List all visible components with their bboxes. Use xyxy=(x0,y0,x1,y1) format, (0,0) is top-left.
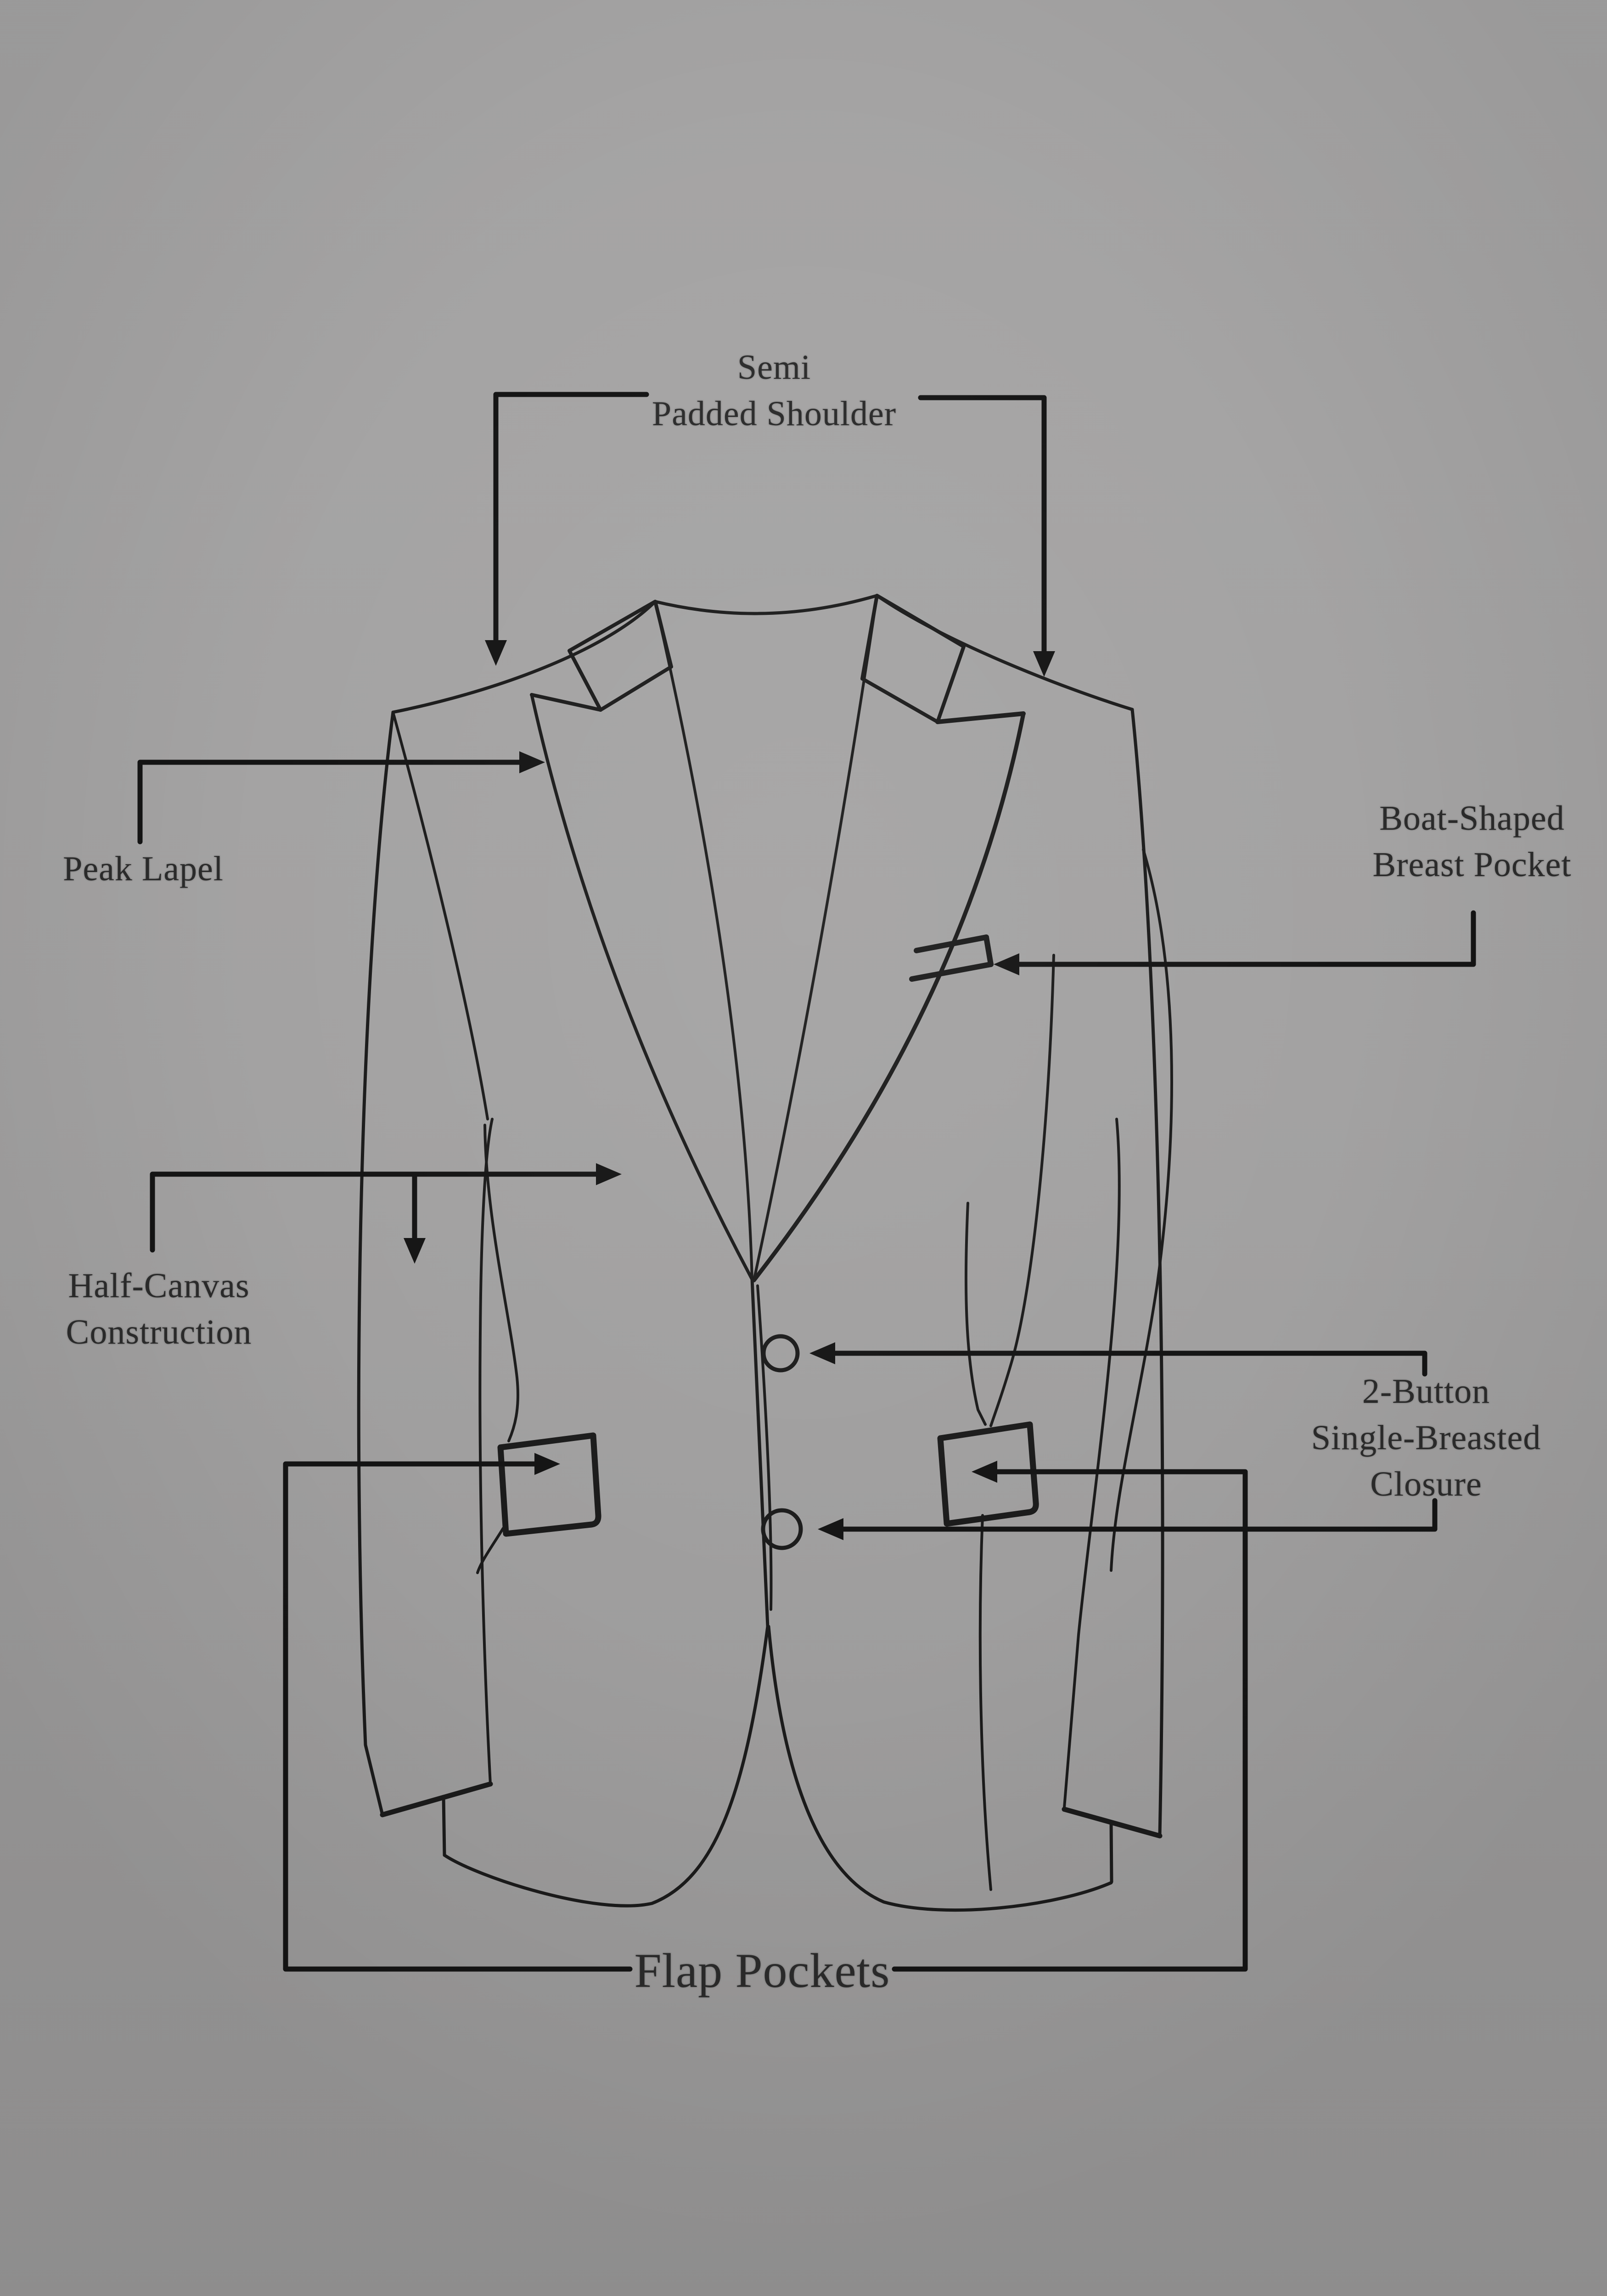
jacket-hem-left xyxy=(443,1625,770,1908)
breast-pocket-callout-arrowhead xyxy=(994,953,1019,975)
label-peak-lapel: Peak Lapel xyxy=(63,846,224,892)
canvas-callout-drop-arrowhead xyxy=(404,1238,426,1264)
jacket-left-lapel-top-edge xyxy=(530,693,602,712)
right-flap-pocket xyxy=(937,1421,1039,1527)
jacket-left-sleeve-outer xyxy=(357,710,395,1817)
jacket-neckline xyxy=(653,594,879,615)
jacket-front-edge-right-panel xyxy=(756,1284,773,1611)
label-breast-pocket-line2: Breast Pocket xyxy=(1372,845,1572,884)
flap-pockets-right-bracket xyxy=(892,1469,1248,1972)
canvas-callout-arrowhead xyxy=(596,1163,622,1185)
flap-pockets-left-bracket xyxy=(283,1461,633,1972)
jacket-left-side-seam xyxy=(483,1124,519,1442)
label-peak-lapel-line1: Peak Lapel xyxy=(63,850,224,888)
flap-pockets-right-arrowhead xyxy=(972,1461,997,1483)
shoulder-callout-right-arrowhead xyxy=(1033,651,1055,677)
shoulder-callout-left-line xyxy=(493,392,649,646)
breast-pocket xyxy=(909,934,994,982)
left-flap-pocket xyxy=(497,1432,601,1537)
label-two-button-closure-line1: 2-Button xyxy=(1362,1372,1490,1411)
jacket-left-shoulder xyxy=(391,600,657,714)
label-two-button-closure: 2-Button Single-Breasted Closure xyxy=(1311,1368,1541,1508)
breast-pocket-top-edge xyxy=(914,934,989,953)
jacket-right-princess-seam xyxy=(989,954,1055,1427)
jacket-front-edge-left-panel xyxy=(750,1277,770,1628)
label-half-canvas-line2: Construction xyxy=(66,1313,252,1351)
jacket-right-shoulder xyxy=(875,594,1134,711)
label-breast-pocket-line1: Boat-Shaped xyxy=(1379,799,1565,838)
jacket-right-princess-seam-lower xyxy=(978,1514,992,1891)
label-half-canvas: Half-Canvas Construction xyxy=(66,1263,252,1356)
label-flap-pockets: Flap Pockets xyxy=(635,1939,890,2003)
label-two-button-closure-line3: Closure xyxy=(1370,1465,1482,1503)
jacket-sketch xyxy=(357,594,1173,1912)
jacket-right-lapel-top-edge xyxy=(935,711,1026,724)
jacket-left-cuff xyxy=(380,1781,493,1818)
canvas-callout-line xyxy=(150,1171,600,1253)
label-two-button-closure-line2: Single-Breasted xyxy=(1311,1418,1541,1457)
jacket-left-sleeve-inner xyxy=(478,1118,494,1785)
jacket-right-lapel-edge xyxy=(752,711,1026,1283)
annotations xyxy=(137,392,1476,1972)
bottom-button xyxy=(761,1508,803,1550)
jacket-right-sleeve-inner xyxy=(1063,1118,1121,1809)
jacket-left-side-seam-lower xyxy=(476,1527,505,1574)
breast-pocket-callout-line xyxy=(1016,910,1476,967)
jacket-left-armhole xyxy=(392,711,489,1120)
jacket-right-body-edge xyxy=(1109,1820,1113,1884)
top-button xyxy=(761,1334,800,1373)
label-semi-padded-shoulder: Semi Padded Shoulder xyxy=(652,344,896,437)
closure-callout-bottom-line xyxy=(840,1498,1438,1532)
closure-callout-top-arrowhead xyxy=(809,1342,835,1364)
shoulder-callout-left-arrowhead xyxy=(485,640,507,666)
label-semi-padded-shoulder-line1: Semi xyxy=(737,348,811,387)
label-semi-padded-shoulder-line2: Padded Shoulder xyxy=(652,394,897,433)
jacket-right-lapel-roll-line xyxy=(753,594,878,1282)
jacket-right-dart xyxy=(964,1202,987,1426)
jacket-left-lapel-roll-line xyxy=(654,600,753,1281)
jacket-hem-right xyxy=(767,1625,1113,1912)
breast-pocket-right-edge xyxy=(983,934,994,967)
label-half-canvas-line1: Half-Canvas xyxy=(68,1266,250,1305)
flap-pockets-left-arrowhead xyxy=(534,1453,560,1475)
shoulder-callout-right-line xyxy=(918,395,1047,657)
jacket-right-side-seam xyxy=(1110,848,1173,1572)
closure-callout-top-line xyxy=(832,1351,1427,1377)
closure-callout-bottom-arrowhead xyxy=(818,1518,843,1540)
lapel-callout-line xyxy=(137,760,523,844)
breast-pocket-bottom-edge xyxy=(909,962,994,982)
lapel-callout-arrowhead xyxy=(519,751,545,773)
jacket-left-lapel-edge xyxy=(530,693,754,1281)
label-breast-pocket: Boat-Shaped Breast Pocket xyxy=(1372,795,1571,888)
label-flap-pockets-line1: Flap Pockets xyxy=(634,1944,890,1998)
jacket-left-collar xyxy=(568,600,673,712)
jacket-right-collar xyxy=(860,594,966,724)
